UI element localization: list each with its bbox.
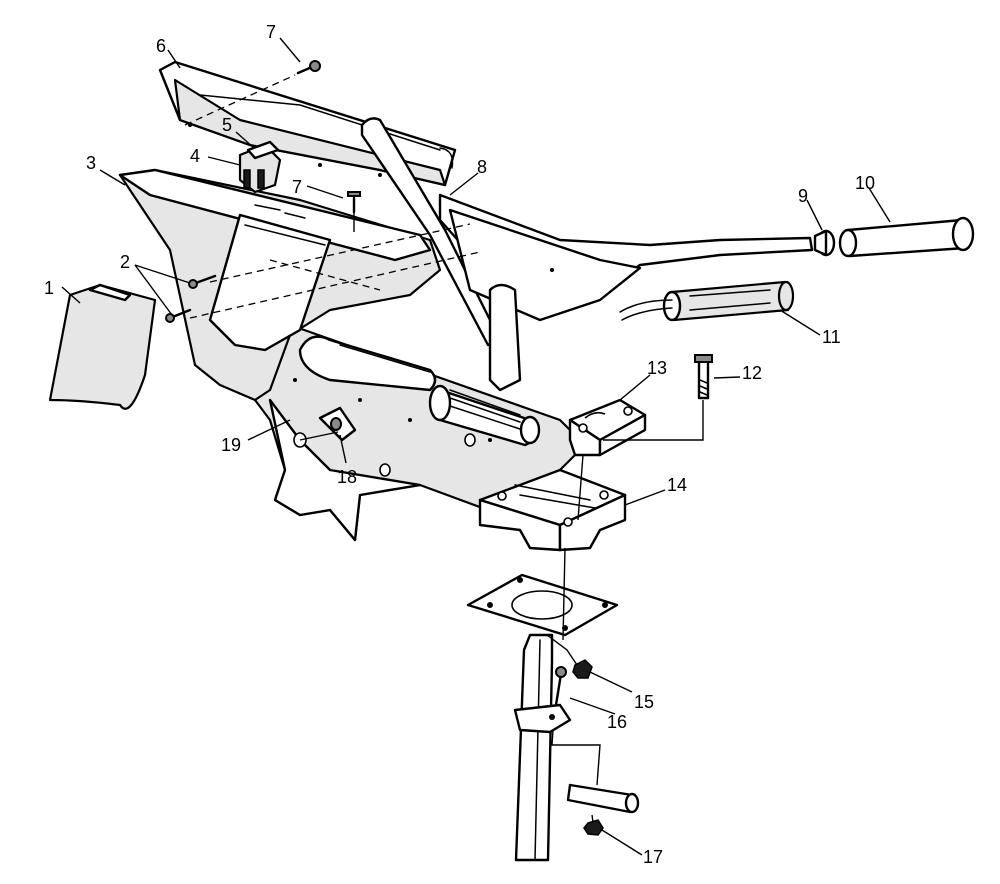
lower-clamp (478, 468, 627, 552)
grip-adapter (813, 229, 836, 257)
handlebar (360, 117, 814, 392)
top-cover (158, 60, 457, 187)
column-bracket (513, 703, 572, 734)
callout-2: 2 (120, 252, 130, 272)
steering-tube (428, 384, 541, 447)
callout-7-top: 7 (266, 22, 276, 42)
headlight-pod (118, 168, 487, 402)
steering-column (466, 573, 619, 862)
screws-item-2 (165, 274, 217, 323)
right-grip (838, 216, 975, 258)
callout-19: 19 (221, 435, 241, 455)
callout-5: 5 (222, 115, 232, 135)
tie-rod (566, 783, 640, 836)
callout-14: 14 (667, 475, 687, 495)
callout-17: 17 (643, 847, 663, 867)
switch-assembly (238, 140, 282, 194)
bolt-item-12 (694, 354, 713, 400)
callout-13: 13 (647, 358, 667, 378)
upper-clamp (568, 398, 647, 457)
hood-panel (253, 323, 587, 542)
callout-10: 10 (855, 173, 875, 193)
callout-16: 16 (607, 712, 627, 732)
callout-1: 1 (44, 278, 54, 298)
callout-8: 8 (477, 157, 487, 177)
screw-item-16 (554, 666, 567, 707)
callout-4: 4 (190, 146, 200, 166)
callout-11: 11 (822, 327, 841, 347)
callout-3: 3 (86, 153, 96, 173)
callout-7-middle: 7 (292, 177, 302, 197)
callout-9: 9 (798, 186, 808, 206)
callout-leaders (61, 37, 891, 856)
callout-12: 12 (742, 363, 762, 383)
callout-18: 18 (337, 467, 357, 487)
nut-item-15 (572, 659, 593, 679)
throttle-grip (619, 280, 795, 322)
assembly-lines (184, 74, 704, 823)
callout-numbers: 1 2 3 4 5 6 7 7 8 9 10 11 12 13 14 15 16… (44, 22, 875, 867)
callout-6: 6 (156, 36, 166, 56)
hand-guard (48, 283, 157, 410)
screws-item-7 (296, 60, 361, 214)
callout-15: 15 (634, 692, 654, 712)
